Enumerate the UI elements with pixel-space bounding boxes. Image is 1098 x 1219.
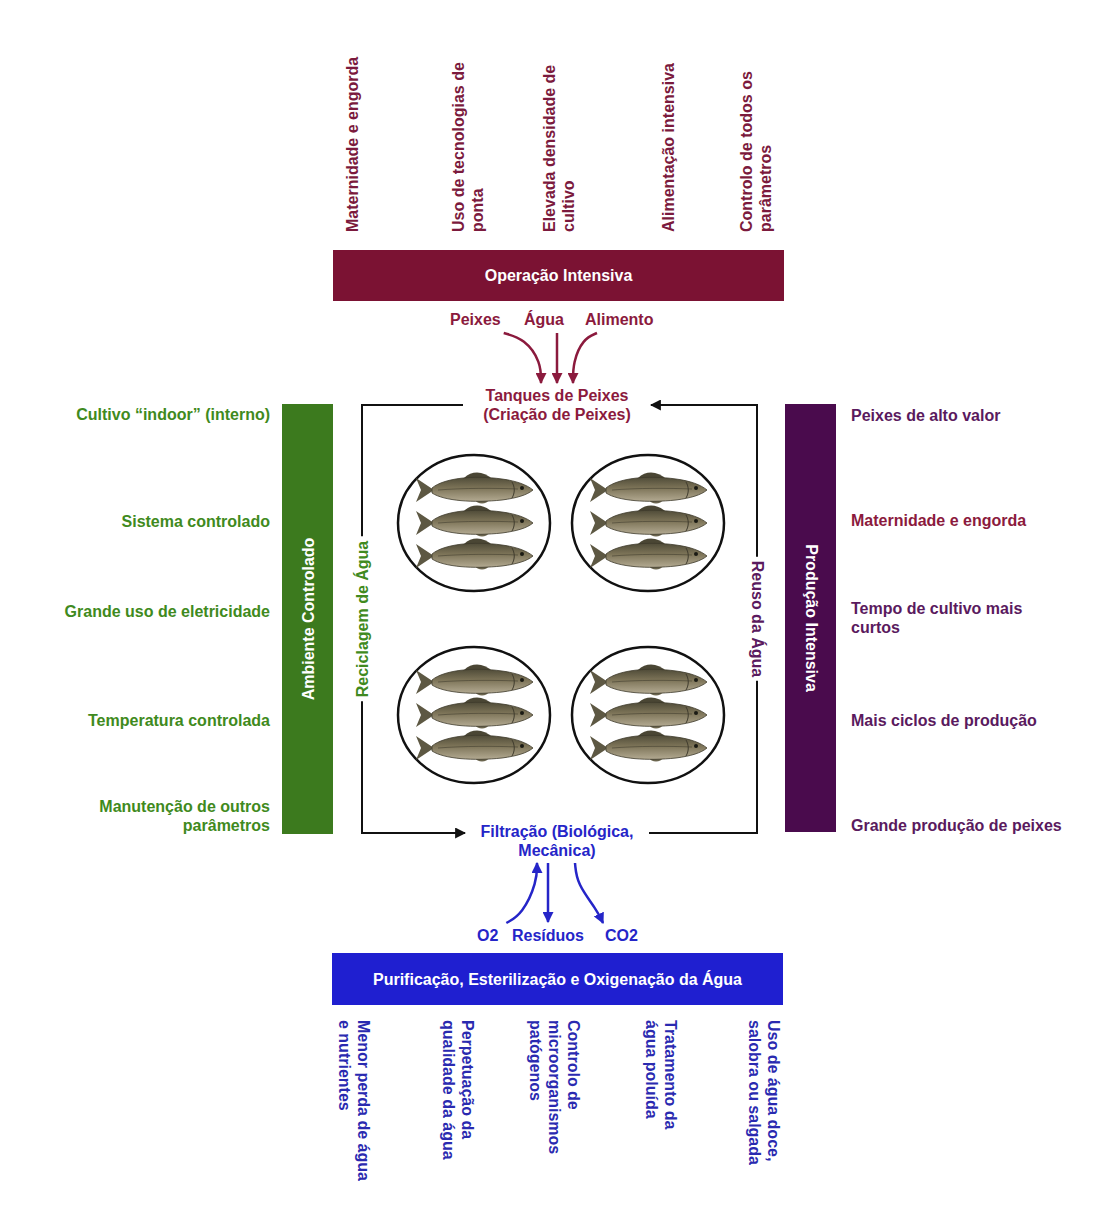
feature-label: Grande produção de peixes: [851, 816, 1091, 835]
fish-tank: [398, 647, 550, 783]
flow-node: O2: [477, 926, 498, 945]
flow-arrow: [649, 405, 757, 833]
category-band: Ambiente Controlado: [282, 404, 333, 834]
flow-arrow: [575, 863, 603, 923]
feature-label: Perpetuação da qualidade da água: [439, 1020, 477, 1188]
tank-circle: [398, 647, 550, 783]
feature-label: Controlo de microorganismos patógenos: [526, 1020, 583, 1188]
feature-label: Cultivo “indoor” (interno): [8, 405, 270, 424]
feature-label: Uso de água doce, salobra ou salgada: [745, 1020, 783, 1188]
tank-circle: [398, 455, 550, 591]
flow-node: Filtração (Biológica, Mecânica): [469, 822, 645, 860]
node-text: Alimento: [585, 310, 653, 329]
flow-arrow: [504, 333, 541, 383]
feature-label: Tratamento da água poluída: [642, 1020, 680, 1155]
category-band: Produção Intensiva: [785, 404, 836, 832]
feature-label: Maternidade e engorda: [851, 511, 1091, 530]
fish-icon: [416, 472, 533, 569]
feature-label: Tempo de cultivo mais curtos: [851, 599, 1051, 637]
band-title: Ambiente Controlado: [298, 538, 317, 701]
node-text: Resíduos: [512, 926, 584, 945]
fish-tank: [572, 647, 724, 783]
feature-label: Maternidade e engorda: [343, 42, 362, 232]
feature-label: Mais ciclos de produção: [851, 711, 1091, 730]
flow-arrow: [556, 333, 559, 383]
node-text: Peixes: [450, 310, 501, 329]
fish-tank: [572, 455, 724, 591]
flow-node: Tanques de Peixes (Criação de Peixes): [467, 386, 647, 424]
fish-icon: [416, 664, 533, 761]
fish-icon: [590, 664, 707, 761]
flow-arrow: [573, 333, 597, 383]
feature-label: Manutenção de outros parâmetros: [70, 797, 270, 835]
feature-label: Temperatura controlada: [8, 711, 270, 730]
node-text: CO2: [605, 926, 638, 945]
fish-tank: [398, 455, 550, 591]
band-title: Operação Intensiva: [485, 266, 633, 285]
tank-circle: [572, 647, 724, 783]
feature-label: Elevada densidade de cultivo: [540, 42, 578, 232]
feature-label: Menor perda de água e nutrientes: [335, 1020, 373, 1188]
feature-label: Grande uso de eletricidade: [8, 602, 270, 621]
node-text: O2: [477, 926, 498, 945]
category-band: Operação Intensiva: [333, 250, 784, 301]
feature-label: Peixes de alto valor: [851, 406, 1091, 425]
flow-arrow: [506, 863, 537, 923]
node-text: Água: [524, 310, 564, 329]
node-text: Tanques de Peixes (Criação de Peixes): [467, 386, 647, 424]
feature-label: Alimentação intensiva: [659, 42, 678, 232]
flow-node: CO2: [605, 926, 638, 945]
flow-node: Água: [524, 310, 564, 329]
node-text: Filtração (Biológica, Mecânica): [469, 822, 645, 860]
flow-arrow: [547, 863, 550, 922]
flow-arrow: [362, 405, 465, 833]
band-title: Produção Intensiva: [801, 544, 820, 692]
flow-node: Resíduos: [512, 926, 584, 945]
fish-icon: [590, 472, 707, 569]
feature-label: Uso de tecnologias de ponta: [449, 42, 487, 232]
category-band: Purificação, Esterilização e Oxigenação …: [332, 953, 783, 1005]
flow-node: Peixes: [450, 310, 501, 329]
feature-label: Sistema controlado: [8, 512, 270, 531]
tank-circle: [572, 455, 724, 591]
feature-label: Controlo de todos os parâmetros: [737, 42, 775, 232]
edge-label: Reciclagem de Água: [350, 537, 375, 702]
band-title: Purificação, Esterilização e Oxigenação …: [373, 970, 742, 989]
edge-label: Reuso da Água: [745, 557, 770, 681]
flow-node: Alimento: [585, 310, 653, 329]
